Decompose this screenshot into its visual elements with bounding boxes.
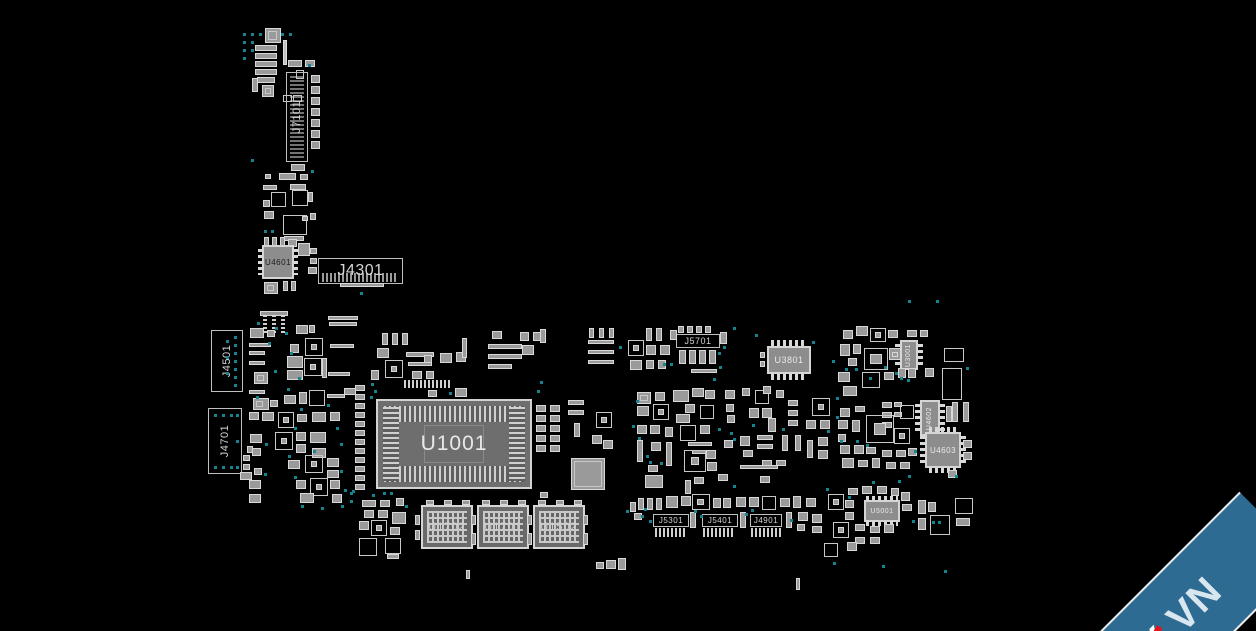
ic-u3801-label: U3801 <box>774 355 804 365</box>
connector-j5701-label: J5701 <box>684 336 712 346</box>
u4602-legs-right <box>940 404 945 432</box>
connector-j4901[interactable]: J4901 <box>750 514 782 527</box>
ic-u4603[interactable]: U4603 <box>925 432 961 468</box>
j4301-shell <box>340 283 384 287</box>
j7101-pins <box>290 76 304 158</box>
u4601-legs-right <box>293 249 298 275</box>
ic-u3801[interactable]: U3801 <box>767 346 811 374</box>
u4601-legs-left <box>258 249 263 275</box>
u5001-legs-bottom <box>866 521 898 526</box>
u3801-side-pad-b <box>760 361 765 367</box>
connector-j4501[interactable]: J4501 <box>211 330 243 392</box>
ic-u3001-label: U3001 <box>905 343 913 367</box>
ic-u1702[interactable]: U1702 <box>421 505 473 549</box>
connector-j5301-label: J5301 <box>658 516 684 525</box>
watermark-text: HNFIX.VN <box>1061 568 1230 631</box>
connector-j5701[interactable]: J5701 <box>676 334 720 348</box>
ic-u1702-label: U1702 <box>428 521 466 533</box>
u4603-legs-top <box>929 427 957 432</box>
ic-u1001-label: U1001 <box>420 432 488 455</box>
connector-j5301[interactable]: J5301 <box>653 514 689 527</box>
connector-j4701-label: J4701 <box>219 424 232 458</box>
ic-u4601[interactable]: U4601 <box>262 245 294 279</box>
ic-u3001[interactable]: U3001 <box>900 340 918 370</box>
ic-u4603-label: U4603 <box>929 445 957 455</box>
u4603-legs-right <box>961 436 966 464</box>
ic-u1701-label: U1701 <box>484 521 522 533</box>
connector-j4901-label: J4901 <box>753 516 779 525</box>
ic-u1502[interactable]: U1502 <box>533 505 585 549</box>
connector-j5401-label: J5401 <box>707 516 733 525</box>
u4603-legs-bottom <box>929 468 957 473</box>
watermark-hnfix: HNFIX.VN <box>984 491 1256 631</box>
ic-u1001[interactable]: U1001 <box>376 399 532 489</box>
connector-j7101[interactable]: J7101 <box>286 72 308 162</box>
u3801-side-pad-a <box>760 352 765 358</box>
u3801-legs-top <box>771 340 807 346</box>
j4301-pins <box>322 273 398 282</box>
connector-j5401[interactable]: J5401 <box>702 514 738 527</box>
ic-u5001-label: U5001 <box>870 507 894 515</box>
ic-u4601-label: U4601 <box>264 257 292 267</box>
u3001-legs-right <box>918 344 923 366</box>
ic-u5001[interactable]: U5001 <box>864 500 900 522</box>
ic-u1701[interactable]: U1701 <box>477 505 529 549</box>
connector-j4701[interactable]: J4701 <box>208 408 242 474</box>
ic-u1502-label: U1502 <box>540 521 578 533</box>
u5001-legs-top <box>866 496 898 501</box>
u4602-legs-left <box>915 404 920 432</box>
u4603-legs-left <box>920 436 925 464</box>
u3801-legs-bottom <box>771 374 807 380</box>
